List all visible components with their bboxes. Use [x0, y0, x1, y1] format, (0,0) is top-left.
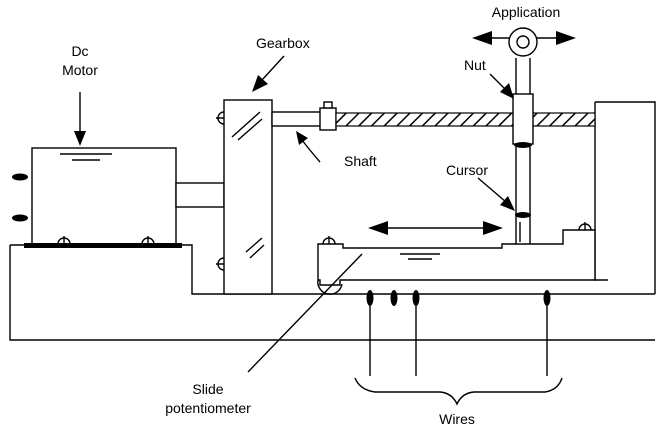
nut-block [512, 93, 534, 145]
gearbox-label: Gearbox [256, 35, 310, 51]
drive-shaft [271, 111, 323, 127]
dc-motor-label-line1: Dc [71, 43, 88, 59]
gearbox-glint-4 [249, 244, 265, 259]
motor-terminal-top [12, 173, 28, 181]
wire-terminal-1 [366, 290, 374, 306]
application-arrow-left-head [472, 31, 492, 45]
nut-leader-head [500, 83, 514, 99]
slide-potentiometer-body [317, 229, 596, 286]
motor-screw-right [141, 236, 155, 245]
motor-mount-plate [24, 243, 182, 248]
application-label: Application [492, 4, 561, 20]
motor-output-shaft [175, 182, 225, 208]
gearbox-body [223, 99, 273, 295]
wire-terminal-2 [390, 290, 398, 306]
shaft-coupling [319, 107, 337, 131]
gearbox-glint-3 [245, 237, 263, 253]
gearbox-glint-1 [231, 111, 261, 138]
pot-end-cap [317, 279, 343, 295]
gearbox-glint-2 [237, 118, 263, 141]
motor-screw-left [57, 236, 71, 245]
cursor-label: Cursor [446, 162, 488, 178]
wires-brace [354, 377, 563, 406]
slider-travel-left-head [368, 221, 388, 235]
shaft-coupling-cap [323, 101, 333, 109]
cursor-leader-line [477, 177, 507, 203]
slide-potentiometer-leader [247, 253, 363, 373]
slider-travel-right-head [483, 221, 503, 235]
gearbox-screw-top [216, 111, 225, 125]
dc-motor-body [31, 147, 177, 245]
nut-bottom-ring [514, 142, 532, 148]
wire-terminal-4 [543, 290, 551, 306]
gearbox-leader-line [261, 55, 285, 81]
cursor-leader-head [500, 196, 515, 211]
gearbox-leader-head [252, 75, 268, 92]
shaft-leader-curve [301, 139, 321, 163]
nut-leader-line [489, 73, 507, 91]
right-housing [594, 101, 656, 294]
nut-label: Nut [464, 57, 486, 73]
wires-label: Wires [439, 411, 475, 427]
pot-screw-right [578, 222, 592, 231]
slide-potentiometer-label-line2: potentiometer [165, 400, 251, 416]
motor-terminal-bottom [12, 214, 28, 222]
shaft-label: Shaft [344, 153, 377, 169]
application-wheel-inner [516, 35, 530, 49]
application-arrow-right-head [556, 31, 576, 45]
motor-leader-head [74, 131, 86, 146]
cursor-ring [515, 212, 531, 218]
lead-screw [335, 112, 596, 127]
shaft-leader-head [296, 131, 308, 145]
pot-screw-left [322, 236, 336, 245]
slide-potentiometer-label-line1: Slide [192, 381, 223, 397]
dc-motor-label-line2: Motor [62, 62, 98, 78]
gearbox-screw-bottom [216, 257, 225, 271]
wire-terminal-3 [412, 290, 420, 306]
